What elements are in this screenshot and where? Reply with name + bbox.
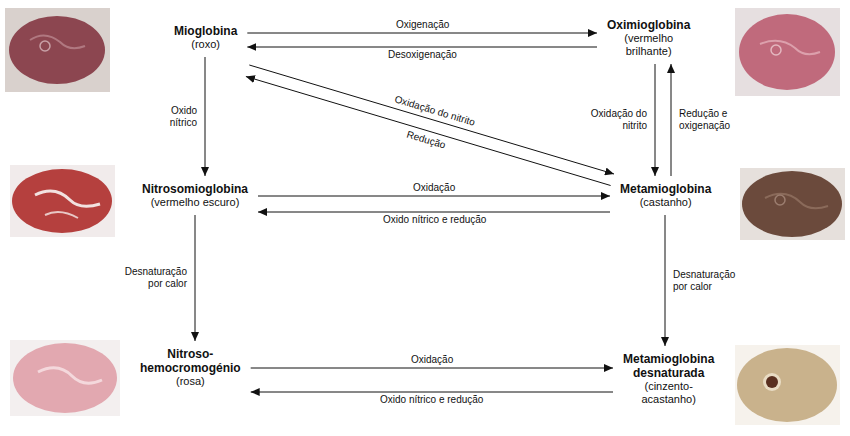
edge-label: Oxigenação	[394, 19, 451, 31]
meat-photo	[5, 8, 110, 92]
meat-photo	[10, 340, 120, 416]
meat-photo	[735, 345, 840, 425]
reaction-arrow	[665, 215, 666, 346]
meat-photo	[735, 8, 840, 96]
photo-ground	[10, 165, 115, 237]
bone-spot	[766, 376, 778, 388]
reaction-arrow	[205, 57, 206, 176]
node-subtitle: (vermelho escuro)	[142, 196, 248, 209]
node-title: Oximioglobina	[607, 18, 690, 32]
reaction-arrow	[251, 392, 613, 393]
reaction-arrow	[249, 65, 614, 174]
edge-label: Desoxigenação	[386, 49, 459, 61]
meat-slice	[12, 169, 112, 233]
state-node: Oximioglobina(vermelho brilhante)	[603, 16, 694, 60]
bone-ring	[775, 195, 785, 205]
photo-ground	[5, 8, 110, 92]
bone-ring	[40, 41, 50, 51]
state-node: Nitroso- hemocromogénio(rosa)	[136, 345, 245, 390]
node-title: Metamioglobina	[620, 182, 711, 196]
node-title: Mioglobina	[174, 24, 237, 38]
state-node: Mioglobina(roxo)	[170, 22, 241, 53]
photo-ground	[10, 340, 120, 416]
reaction-arrow	[246, 77, 611, 186]
meat-slice	[13, 343, 117, 413]
bone-ring	[763, 373, 781, 391]
reaction-arrow	[671, 64, 672, 176]
edge-label: Oxido nítrico e redução	[381, 214, 488, 226]
meat-slice	[739, 14, 835, 90]
meat-marbling	[38, 368, 102, 383]
photo-ground	[735, 345, 840, 425]
meat-marbling	[765, 194, 828, 208]
reaction-arrow	[247, 47, 597, 48]
reaction-arrow	[258, 212, 610, 213]
reaction-arrow	[195, 215, 196, 341]
bone-ring	[771, 45, 781, 55]
photo-ground	[735, 8, 840, 96]
meat-marbling	[35, 191, 100, 206]
edge-label: Redução	[403, 128, 449, 152]
node-title: Metamioglobina desnaturada	[623, 352, 714, 380]
node-title: Nitrosomioglobina	[142, 182, 248, 196]
reaction-arrow	[655, 64, 656, 176]
node-subtitle: (cinzento- acastanho)	[623, 380, 714, 406]
meat-photo	[740, 168, 845, 240]
meat-slice	[9, 16, 105, 84]
reaction-arrow	[251, 368, 613, 369]
meat-marbling	[30, 35, 85, 48]
meat-marbling	[760, 41, 820, 54]
edge-label: Redução e oxigenação	[677, 108, 737, 132]
node-subtitle: (castanho)	[620, 196, 711, 209]
edge-label: Oxidação	[411, 182, 457, 194]
meat-slice	[742, 171, 842, 237]
meat-marbling	[45, 212, 78, 218]
reaction-arrow	[247, 33, 597, 34]
node-title: Nitroso- hemocromogénio	[140, 347, 241, 375]
node-subtitle: (roxo)	[174, 38, 237, 51]
edge-label: Oxido nítrico e redução	[378, 394, 485, 406]
edge-label: Oxidação do nitrito	[587, 108, 649, 132]
state-node: Metamioglobina desnaturada(cinzento- aca…	[619, 350, 718, 408]
reaction-arrow	[258, 196, 610, 197]
node-subtitle: (vermelho brilhante)	[607, 32, 690, 58]
state-node: Nitrosomioglobina(vermelho escuro)	[138, 180, 252, 211]
edge-label: Desnaturação por calor	[671, 269, 741, 293]
node-subtitle: (rosa)	[140, 375, 241, 388]
state-node: Metamioglobina(castanho)	[616, 180, 715, 211]
edge-label: Desnaturação por calor	[119, 266, 189, 290]
edge-label: Oxidação	[409, 354, 455, 366]
edge-label: Oxido nítrico	[157, 105, 199, 129]
meat-slice	[737, 348, 837, 422]
photo-ground	[740, 168, 845, 240]
meat-photo	[10, 165, 115, 237]
